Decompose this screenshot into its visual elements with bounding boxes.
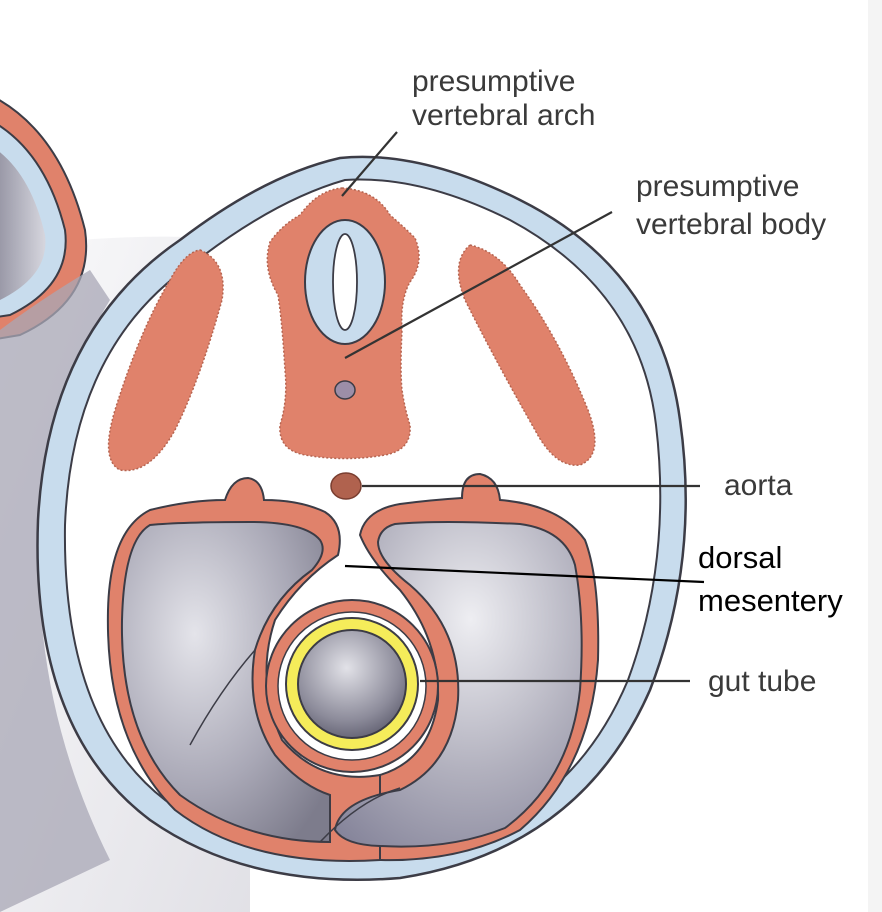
- aorta-vessel: [331, 473, 361, 499]
- label-dorsal-mesentery-line1: dorsal: [698, 540, 782, 575]
- label-vertebral-body-line1: presumptive: [636, 170, 799, 203]
- label-vertebral-body-line2: vertebral body: [636, 208, 826, 241]
- label-vertebral-arch: presumptive vertebral arch: [412, 65, 595, 132]
- label-dorsal-mesentery: dorsal mesentery: [698, 540, 843, 618]
- label-vertebral-arch-line1: presumptive: [412, 65, 575, 98]
- gut-lumen: [298, 630, 406, 738]
- label-vertebral-arch-line2: vertebral arch: [412, 99, 595, 132]
- label-aorta: aorta: [724, 469, 793, 502]
- label-vertebral-body: presumptive vertebral body: [636, 170, 826, 241]
- right-page-edge: [868, 0, 882, 912]
- label-dorsal-mesentery-line2: mesentery: [698, 583, 843, 618]
- notochord: [335, 381, 355, 399]
- label-gut-tube: gut tube: [708, 665, 816, 698]
- neural-canal: [333, 234, 357, 330]
